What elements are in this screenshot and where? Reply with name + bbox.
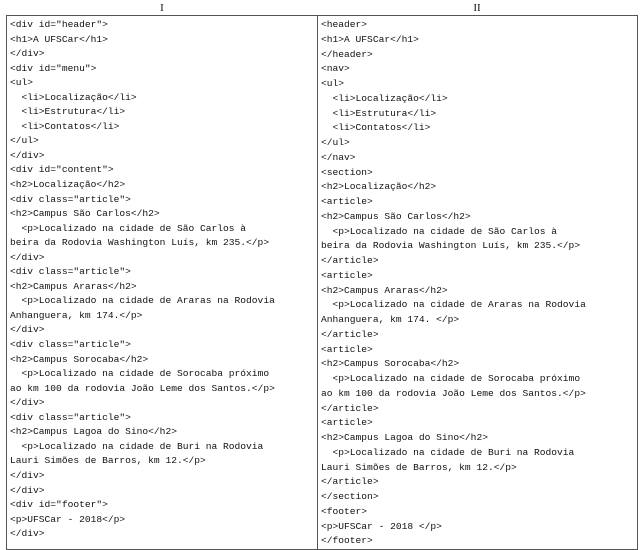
code-line: Lauri Simões de Barros, km 12.</p> [321, 461, 517, 473]
code-line: </header> [321, 48, 373, 60]
code-line: <p>Localizado na cidade de Araras na Rod… [10, 295, 275, 307]
code-line: <h2>Campus São Carlos</h2> [10, 208, 160, 220]
code-line: </div> [10, 397, 45, 409]
code-line: <div class="article"> [10, 411, 131, 423]
column-header-i: I [160, 2, 164, 14]
code-line: <h2>Campus Araras</h2> [10, 280, 137, 292]
code-line: </div> [10, 324, 45, 336]
code-line: <header> [321, 19, 368, 30]
code-line: </div> [10, 149, 45, 161]
code-line: <div id="footer"> [10, 499, 108, 511]
code-line: </section> [321, 491, 379, 502]
code-line: ao km 100 da rodovia João Leme dos Santo… [10, 382, 275, 394]
code-line: <h1>A UFSCar</h1> [10, 33, 108, 45]
code-line: <article> [321, 269, 373, 281]
code-line: <li>Contatos</li> [321, 122, 431, 134]
code-line: </div> [10, 48, 45, 60]
code-block-semantic-layout: <header> <h1>A UFSCar</h1> </header> <nav> <… [318, 16, 637, 549]
table-row: <div id="header"> <h1>A UFSCar</h1> </div>… [6, 15, 638, 550]
column-2-cell: <header> <h1>A UFSCar</h1> </header> <nav> <… [317, 15, 638, 550]
code-line: <p>Localizado na cidade de Sorocaba próx… [10, 368, 270, 380]
code-line: <li>Contatos</li> [10, 120, 120, 132]
code-line: <p>UFSCar - 2018 </p> [321, 520, 442, 532]
code-line: <h2>Localização</h2> [10, 179, 126, 191]
column-header-ii: II [473, 2, 481, 14]
code-line: ao km 100 da rodovia João Leme dos Santo… [321, 387, 586, 399]
code-line: <li>Localização</li> [10, 91, 137, 103]
code-line: <div class="article"> [10, 193, 131, 205]
code-line: </article> [321, 255, 379, 266]
code-line: <div id="header"> [10, 19, 108, 30]
code-line: Anhanguera, km 174.</p> [10, 309, 143, 321]
code-line: <div id="menu"> [10, 62, 97, 74]
code-line: <h2>Campus Sorocaba</h2> [321, 358, 460, 370]
code-line: beira da Rodovia Washington Luís, km 235… [321, 240, 581, 252]
code-line: beira da Rodovia Washington Luís, km 235… [10, 237, 270, 249]
code-line: <div class="article"> [10, 339, 131, 351]
code-line: <h2>Campus Lagoa do Sino</h2> [10, 426, 177, 438]
code-line: <p>Localizado na cidade de Buri na Rodov… [10, 440, 264, 452]
code-line: </div> [10, 484, 45, 496]
code-line: <h1>A UFSCar</h1> [321, 33, 419, 45]
code-line: </ul> [10, 135, 39, 147]
code-line: <h2>Campus Sorocaba</h2> [10, 353, 149, 365]
code-line: <article> [321, 417, 373, 429]
code-line: <div class="article"> [10, 266, 131, 278]
column-headers: I II [6, 0, 636, 16]
code-line: <p>Localizado na cidade de São Carlos à [321, 225, 558, 237]
code-line: <article> [321, 343, 373, 355]
code-line: <article> [321, 196, 373, 207]
code-line: </div> [10, 469, 45, 481]
code-line: <h2>Campus Araras</h2> [321, 284, 448, 296]
code-line: <li>Estrutura</li> [321, 107, 437, 119]
code-line: <ul> [10, 77, 34, 89]
code-line: </article> [321, 328, 379, 340]
code-line: <p>Localizado na cidade de Sorocaba próx… [321, 373, 581, 384]
code-line: <footer> [321, 505, 368, 517]
code-line: </article> [321, 476, 379, 488]
code-line: <section> [321, 166, 373, 178]
code-line: <li>Estrutura</li> [10, 106, 126, 118]
code-line: </article> [321, 402, 379, 414]
code-line: </div> [10, 528, 45, 540]
code-line: <li>Localização</li> [321, 92, 448, 104]
code-line: </nav> [321, 151, 356, 163]
code-line: <p>UFSCar - 2018</p> [10, 513, 126, 525]
code-line: <ul> [321, 78, 345, 89]
code-line: Lauri Simões de Barros, km 12.</p> [10, 455, 206, 467]
code-line: </div> [10, 251, 45, 263]
code-line: <h2>Campus Lagoa do Sino</h2> [321, 432, 488, 443]
code-line: <h2>Localização</h2> [321, 181, 437, 193]
code-comparison-table: <div id="header"> <h1>A UFSCar</h1> </div>… [6, 15, 638, 550]
code-line: <p>Localizado na cidade de Buri na Rodov… [321, 446, 575, 458]
code-line: </ul> [321, 137, 350, 148]
code-line: <p>Localizado na cidade de São Carlos à [10, 222, 247, 234]
column-1-cell: <div id="header"> <h1>A UFSCar</h1> </div>… [6, 15, 318, 550]
code-line: <p>Localizado na cidade de Araras na Rod… [321, 299, 586, 311]
code-block-div-layout: <div id="header"> <h1>A UFSCar</h1> </div>… [7, 16, 317, 542]
code-line: <div id="content"> [10, 164, 114, 176]
code-line: </footer> [321, 535, 373, 547]
code-line: Anhanguera, km 174. </p> [321, 314, 460, 325]
code-line: <nav> [321, 63, 350, 75]
code-line: <h2>Campus São Carlos</h2> [321, 210, 471, 222]
